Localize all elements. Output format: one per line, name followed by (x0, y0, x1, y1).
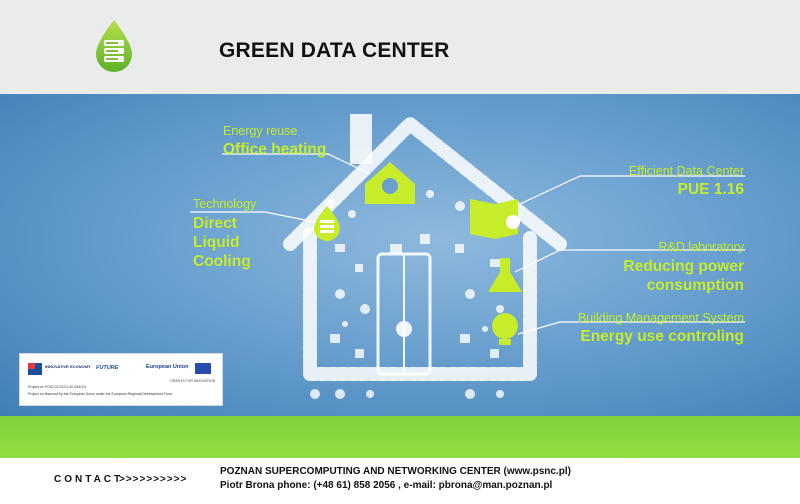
contact-person-info: Piotr Brona phone: (+48 61) 858 2056 , e… (220, 480, 553, 491)
technology-value-line1: Direct (193, 215, 237, 232)
office-building-recycle-icon (365, 162, 415, 204)
technology-value-line3: Cooling (193, 253, 251, 270)
energy-reuse-heading: Energy reuse (223, 124, 298, 138)
technology-value-line2: Liquid (193, 234, 240, 251)
grants-text: GRANTS FOR INNOVATION (170, 379, 216, 383)
header-bar: GREEN DATA CENTER (0, 0, 800, 94)
bms-value: Energy use controling (580, 328, 744, 345)
footer (0, 458, 800, 504)
rnd-value-line2: consumption (646, 277, 744, 294)
page-title: GREEN DATA CENTER (219, 39, 450, 62)
european-union-text: European Union (146, 364, 189, 370)
green-drop-server-icon (96, 20, 132, 72)
contact-label: CONTACT (54, 474, 124, 485)
innovative-economy-text: INNOVATIVE ECONOMY (45, 364, 91, 369)
efficient-dc-value: PUE 1.16 (677, 181, 744, 198)
lab-flask-icon (488, 258, 522, 292)
organization-info: POZNAN SUPERCOMPUTING AND NETWORKING CEN… (220, 466, 571, 477)
house-infographic (190, 114, 745, 399)
bms-heading: Building Management System (577, 311, 744, 325)
future-logo-text: FUTURE (96, 365, 119, 371)
eu-flag-icon (195, 363, 211, 374)
rnd-value-line1: Reducing power (623, 258, 744, 275)
partner-logos-box: INNOVATIVE ECONOMY FUTURE European Union… (19, 353, 223, 406)
technology-heading: Technology (193, 197, 257, 211)
efficient-dc-heading: Efficient Data Center (628, 164, 744, 178)
liquid-drop-server-icon (314, 206, 340, 241)
energy-reuse-value: Office heating (223, 141, 327, 158)
green-band (0, 416, 800, 458)
contact-arrows: >>>>>>>>>> (119, 474, 188, 485)
cofinanced-text: Project co-financed by the European Unio… (28, 392, 172, 396)
project-number-text: Project nr: POIG.02.03.01-30-044/11r (28, 385, 87, 389)
innovative-economy-logo-icon (28, 363, 42, 375)
data-center-racks-icon (470, 199, 520, 239)
brain-bulb-icon (492, 313, 518, 345)
rnd-heading: R&D laboratory (658, 240, 744, 254)
